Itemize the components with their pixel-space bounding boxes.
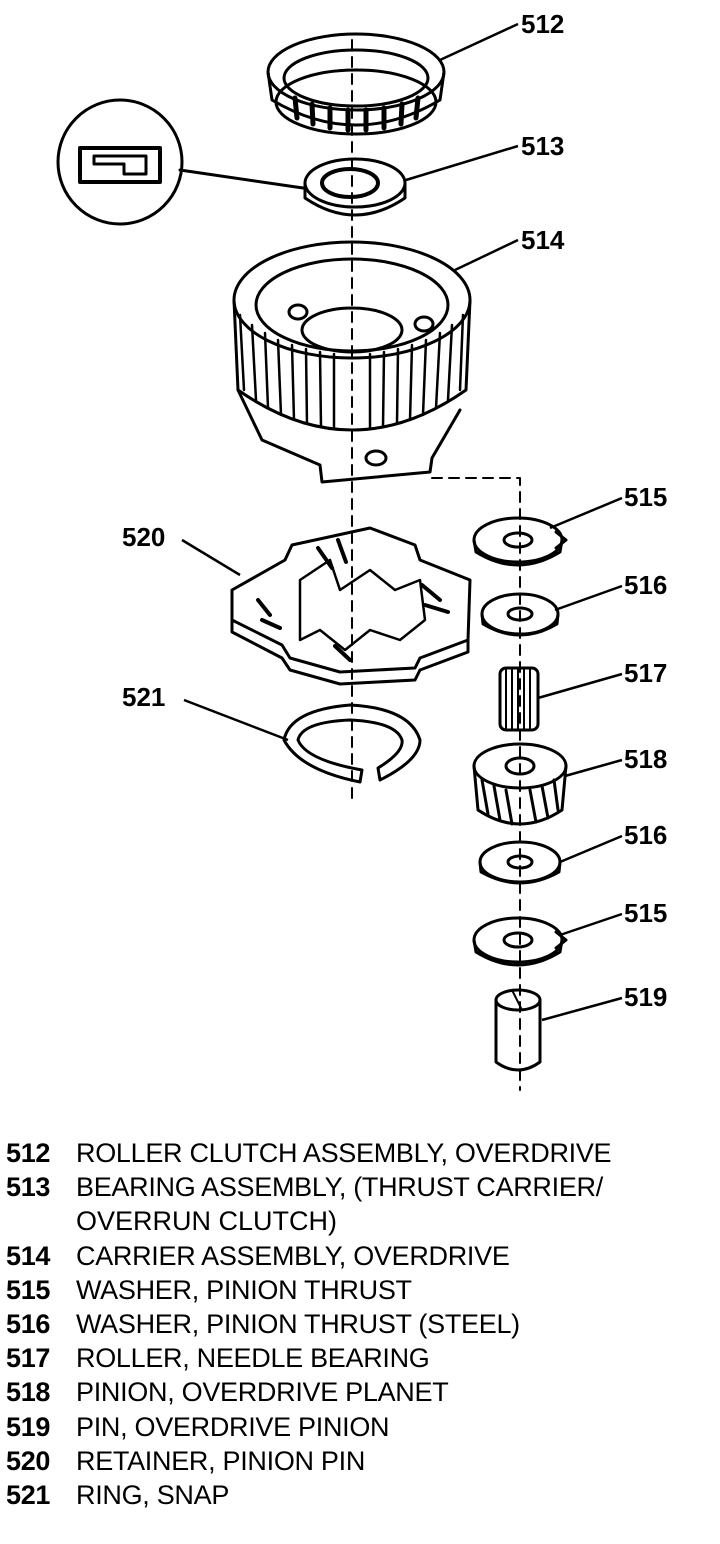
leader-517: [537, 672, 623, 700]
leader-516a: [554, 584, 623, 612]
legend-row: 518 PINION, OVERDRIVE PLANET: [0, 1375, 720, 1409]
legend-row: 517 ROLLER, NEEDLE BEARING: [0, 1341, 720, 1375]
legend-part-name: PIN, OVERDRIVE PINION: [76, 1411, 390, 1442]
legend-part-name: ROLLER, NEEDLE BEARING: [76, 1343, 430, 1374]
legend-row: 521 RING, SNAP: [0, 1478, 720, 1512]
callout-515-top: 515: [624, 482, 667, 512]
legend-row: 513 BEARING ASSEMBLY, (THRUST CARRIER/: [0, 1170, 720, 1204]
legend-row: 514 CARRIER ASSEMBLY, OVERDRIVE: [0, 1239, 720, 1273]
pinion-axis-line: [431, 477, 521, 1091]
legend-part-name: RING, SNAP: [76, 1479, 230, 1510]
legend-part-name: BEARING ASSEMBLY, (THRUST CARRIER/: [76, 1172, 603, 1203]
pinion-thrust-washer-bottom: [472, 916, 568, 967]
legend-row: 520 RETAINER, PINION PIN: [0, 1444, 720, 1478]
callout-512: 512: [521, 9, 564, 39]
leader-512: [439, 22, 519, 62]
legend-part-name: ROLLER CLUTCH ASSEMBLY, OVERDRIVE: [76, 1138, 612, 1168]
steel-washer-top: [480, 592, 560, 637]
leader-514: [454, 238, 519, 272]
legend-row: 516 WASHER, PINION THRUST (STEEL): [0, 1307, 720, 1341]
legend-part-number: 520: [6, 1445, 51, 1476]
leader-518: [564, 758, 623, 778]
leader-521: [183, 698, 289, 742]
legend-part-number: 515: [6, 1274, 51, 1305]
exploded-parts-diagram: 512 513 514 515 516 517 518 516 515 519 …: [56, 9, 667, 1091]
bearing-assembly-part: [303, 157, 407, 217]
parts-legend: 512 ROLLER CLUTCH ASSEMBLY, OVERDRIVE 51…: [0, 1136, 720, 1512]
legend-part-number: 517: [6, 1343, 51, 1374]
callout-518: 518: [624, 744, 667, 774]
pinion-pin-retainer-part: [230, 526, 472, 686]
leader-519: [541, 996, 623, 1022]
callout-515-bottom: 515: [624, 898, 667, 928]
legend-row: 515 WASHER, PINION THRUST: [0, 1273, 720, 1307]
needle-bearing-part: [498, 666, 540, 732]
leader-520: [181, 538, 241, 577]
legend-part-name: CARRIER ASSEMBLY, OVERDRIVE: [76, 1240, 510, 1271]
callout-516-bottom: 516: [624, 820, 667, 850]
legend-row: 519 PIN, OVERDRIVE PINION: [0, 1410, 720, 1444]
legend-part-name: RETAINER, PINION PIN: [76, 1445, 366, 1476]
callout-521: 521: [122, 682, 165, 712]
leader-516b: [559, 834, 623, 864]
pinion-thrust-washer-top: [472, 516, 568, 567]
pinion-pin-part: [494, 988, 542, 1072]
legend-part-number: 513: [6, 1172, 51, 1203]
legend-row-continuation: OVERRUN CLUTCH): [0, 1204, 720, 1238]
roller-clutch-part: [266, 32, 446, 136]
callout-513: 513: [521, 131, 564, 161]
legend-part-name: WASHER, PINION THRUST (STEEL): [76, 1308, 520, 1339]
legend-part-name: PINION, OVERDRIVE PLANET: [76, 1377, 449, 1408]
legend-part-name: WASHER, PINION THRUST: [76, 1274, 412, 1305]
legend-part-number: 518: [6, 1377, 51, 1408]
legend-part-number: 516: [6, 1308, 51, 1339]
snap-ring-part: [282, 703, 422, 784]
leader-513: [405, 144, 519, 182]
legend-row: 512 ROLLER CLUTCH ASSEMBLY, OVERDRIVE: [0, 1136, 720, 1170]
leader-515a: [549, 496, 623, 530]
legend-part-number: 512: [6, 1138, 51, 1168]
callout-520: 520: [122, 522, 165, 552]
bearing-detail-inset: [56, 98, 305, 226]
planet-pinion-part: [472, 742, 568, 826]
callout-517: 517: [624, 658, 667, 688]
legend-part-name: OVERRUN CLUTCH): [76, 1206, 338, 1237]
legend-part-number: 521: [6, 1479, 51, 1510]
carrier-assembly-part: [232, 240, 472, 484]
callout-516-top: 516: [624, 570, 667, 600]
legend-part-number: 514: [6, 1240, 51, 1271]
callout-514: 514: [521, 225, 565, 255]
leader-515b: [559, 912, 623, 937]
legend-part-number: 519: [6, 1411, 51, 1442]
callout-519: 519: [624, 982, 667, 1012]
